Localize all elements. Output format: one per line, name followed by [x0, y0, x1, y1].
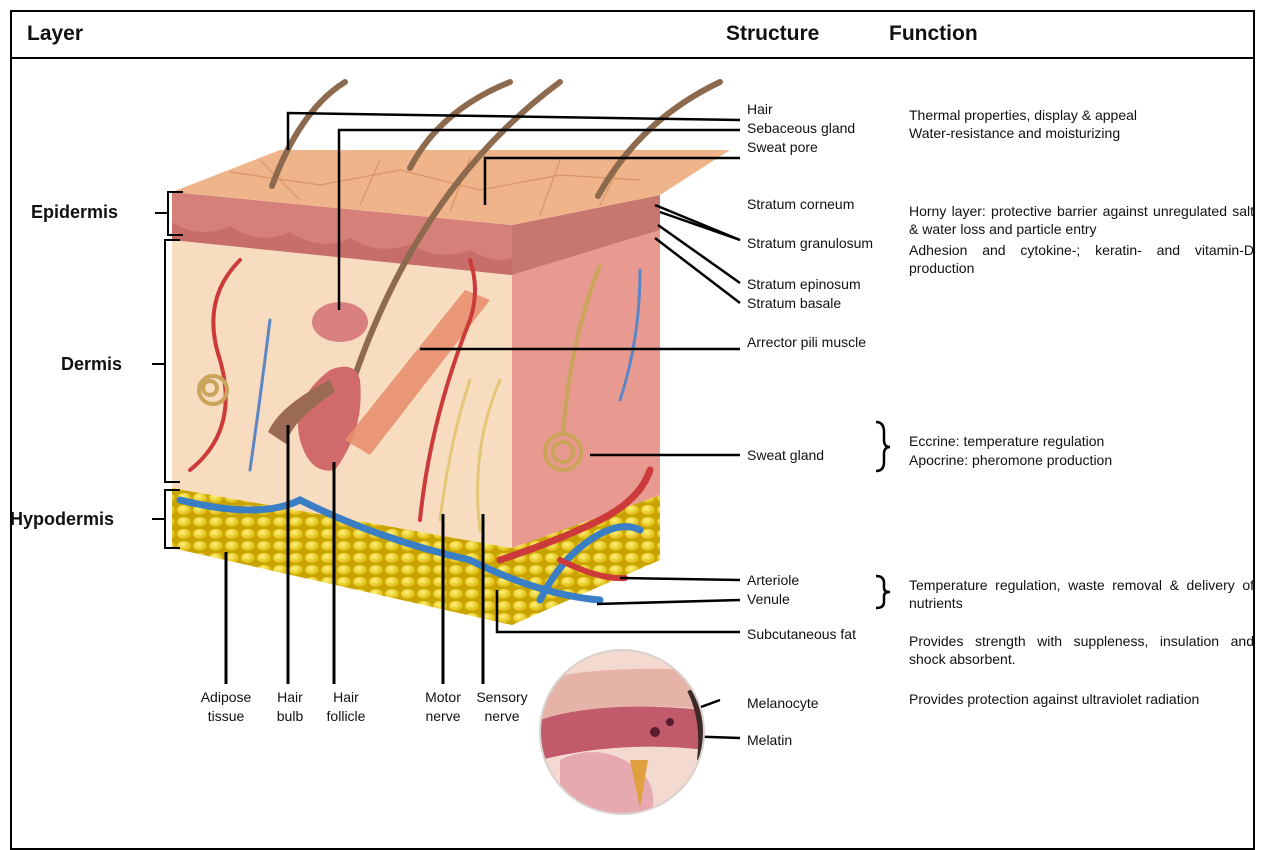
dermis-side-face	[512, 230, 660, 548]
label-melatin: Melatin	[747, 731, 792, 750]
function-granulosum: Adhesion and cytokine-; keratin- and vit…	[909, 241, 1254, 277]
label-melanocyte: Melanocyte	[747, 694, 819, 713]
function-corneum: Horny layer: protective barrier against …	[909, 202, 1254, 238]
function-fat: Provides strength with suppleness, insul…	[909, 632, 1254, 668]
label-stratum-basale: Stratum basale	[747, 294, 841, 313]
layer-dermis: Dermis	[61, 354, 122, 375]
label-hair: Hair	[747, 100, 773, 119]
label-arrector-pili: Arrector pili muscle	[747, 333, 866, 352]
label-arteriole: Arteriole	[747, 571, 799, 590]
melanocyte-inset	[540, 650, 710, 820]
label-stratum-corneum: Stratum corneum	[747, 195, 854, 214]
label-sweat-gland: Sweat gland	[747, 446, 824, 465]
layer-epidermis: Epidermis	[31, 202, 118, 223]
function-hair: Thermal properties, display & appeal	[909, 106, 1254, 124]
label-subcutaneous-fat: Subcutaneous fat	[747, 625, 856, 644]
function-apocrine: Apocrine: pheromone production	[909, 451, 1254, 469]
function-sebaceous: Water-resistance and moisturizing	[909, 124, 1254, 142]
label-stratum-granulosum: Stratum granulosum	[747, 234, 873, 253]
label-stratum-epinosum: Stratum epinosum	[747, 275, 861, 294]
label-sweat-pore: Sweat pore	[747, 138, 818, 157]
label-sebaceous-gland: Sebaceous gland	[747, 119, 855, 138]
label-venule: Venule	[747, 590, 790, 609]
layer-hypodermis: Hypodermis	[10, 509, 114, 530]
function-vessels: Temperature regulation, waste removal & …	[909, 576, 1254, 612]
function-melanocyte: Provides protection against ultraviolet …	[909, 690, 1254, 708]
function-eccrine: Eccrine: temperature regulation	[909, 432, 1254, 450]
function-braces	[876, 422, 890, 608]
